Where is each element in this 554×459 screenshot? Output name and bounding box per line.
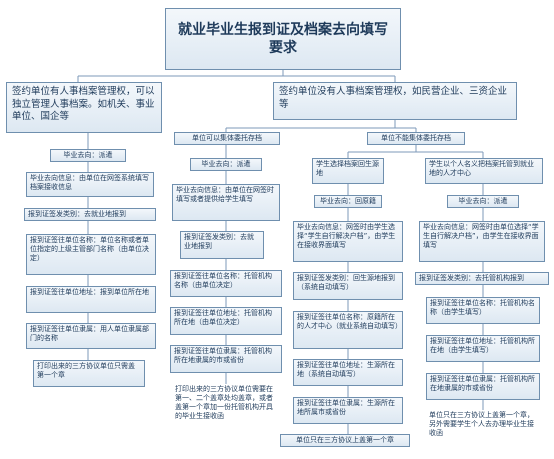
- left-step-6: 报到证签往单位隶属：用人单位隶属部门的名称: [26, 323, 156, 349]
- sub-b1-header: 学生选择档案回生源地: [312, 158, 384, 184]
- sub-b2-step-4: 报到证签往单位名称：托管机构名称（由学生填写）: [426, 297, 540, 324]
- sub-b2-step-3: 报到证签发类别：去托管机构报到: [415, 272, 549, 285]
- sub-b-header: 单位不能集体委托存档: [367, 132, 465, 145]
- sub-b2-step-2: 毕业去向信息：网签时由单位选择“学生自行解决户档”，由学生在接收界面填写: [419, 221, 545, 262]
- sub-a-step-5: 报到证签往单位地址：托管机构所在地（由单位决定）: [170, 307, 282, 335]
- sub-b1-step-2: 毕业去向信息：网签时由学生选择“学生自行解决户档”，由学生在接收界面填写: [293, 221, 403, 262]
- sub-a-step-7: 打印出来的三方协议单位需要在第一、二个盖章处均盖章，或者盖第一个章加一份托管机构…: [175, 385, 273, 420]
- diagram-title: 就业毕业生报到证及档案去向填写要求: [165, 8, 401, 70]
- sub-a-step-1: 毕业去向：派遣: [190, 158, 262, 171]
- branch-right-header: 签约单位没有人事档案管理权，如民营企业、三资企业等: [273, 82, 517, 120]
- sub-b2-step-7: 单位只在三方协议上盖第一个章，另外需要学生个人去办理毕业生接收函: [429, 411, 534, 437]
- sub-a-step-4: 报到证签往单位名称：托管机构名称（由单位决定）: [170, 270, 282, 297]
- sub-b2-step-1: 毕业去向：派遣: [447, 195, 519, 208]
- sub-b1-step-6: 报到证签往单位隶属：生源所在地所属市或省份: [293, 397, 403, 424]
- sub-b2-step-5: 报到证签往单位地址：托管机构所在地（由学生填写）: [426, 335, 540, 362]
- sub-a-header: 单位可以集体委托存档: [174, 132, 280, 145]
- sub-b-footer: 单位只在三方协议上盖第一个章: [280, 434, 410, 447]
- left-step-3: 报到证签发类别：去就业地报到: [24, 208, 156, 221]
- sub-b1-step-4: 报到证签往单位名称：原籍所在的人才中心（就业系统自动填写）: [293, 311, 403, 349]
- left-step-4: 报到证签往单位名称：单位名称或者单位指定的上级主管部门名称（由单位决定）: [26, 234, 156, 275]
- sub-b1-step-3: 报到证签发类别：回生源地报到（系统自动填写）: [293, 272, 403, 300]
- sub-b1-step-1: 毕业去向：回原籍: [314, 195, 382, 208]
- branch-left-header: 签约单位有人事档案管理权，可以独立管理人事档案。如机关、事业单位、国企等: [6, 82, 162, 133]
- sub-b2-step-6: 报到证签往单位隶属：托管机构所在地隶属的市或省份: [426, 373, 540, 400]
- sub-b1-step-5: 报到证签往单位地址：生源所在地（系统自动填写）: [293, 359, 403, 386]
- sub-a-step-3: 报到证签发类别：去就业地报到: [180, 231, 264, 259]
- sub-a-step-2: 毕业去向信息：由单位在网签时填写或者提供给学生填写: [172, 184, 280, 221]
- left-step-2: 毕业去向信息：由单位在网签系统填写档案接收信息: [26, 172, 154, 197]
- left-step-5: 报到证签往单位地址：报到单位所在地: [26, 286, 156, 313]
- sub-a-step-6: 报到证签往单位隶属：托管机构所在地隶属的市或省份: [170, 345, 282, 373]
- left-step-7: 打印出来的三方协议单位只需盖第一个章: [33, 360, 145, 387]
- sub-b2-header: 学生以个人名义把档案托管到就业地的人才中心: [425, 158, 543, 184]
- left-step-1: 毕业去向：派遣: [50, 149, 126, 162]
